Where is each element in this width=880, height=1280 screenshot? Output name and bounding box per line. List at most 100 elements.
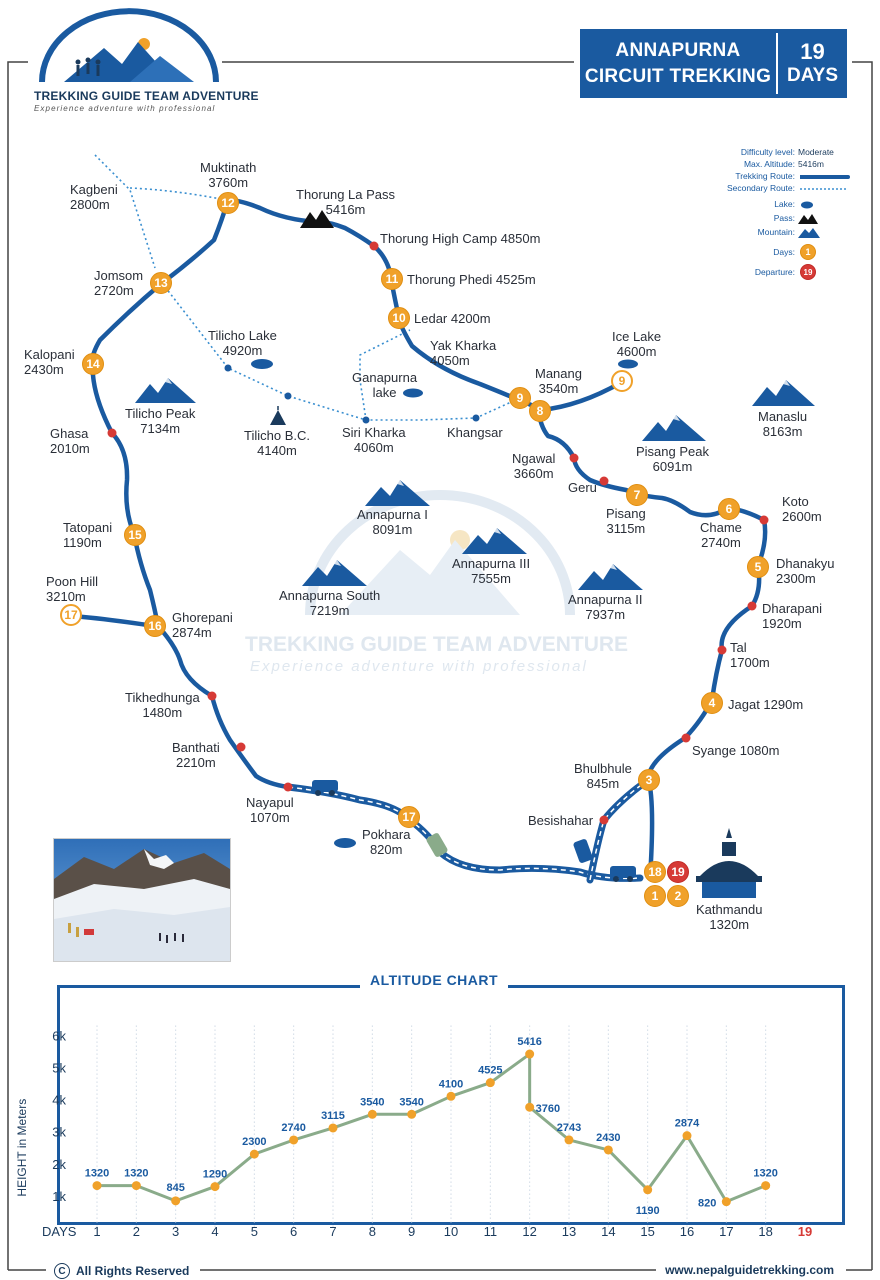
- bus-icon-pokhara: [426, 833, 448, 857]
- altitude-data-label: 2743: [557, 1122, 581, 1134]
- altitude-data-label: 1320: [753, 1168, 777, 1180]
- label-khangsar: Khangsar: [447, 425, 503, 440]
- secondary-route-tilicho: [161, 282, 521, 421]
- copyright-icon: C: [54, 1263, 70, 1279]
- x-tick-label: 2: [133, 1224, 140, 1239]
- legend-mountain-key: Mountain:: [757, 227, 795, 237]
- x-tick-label: 16: [680, 1224, 694, 1239]
- brand-tagline: Experience adventure with professional: [34, 104, 216, 113]
- stop-tikhedhunga: [207, 691, 217, 701]
- thorung-la-photo: [53, 838, 231, 962]
- stop-syange: [681, 733, 691, 743]
- x-tick-label: 8: [369, 1224, 376, 1239]
- day-badge-7: 7: [626, 484, 648, 506]
- day-badge-17: 17: [398, 806, 420, 828]
- legend-pass-key: Pass:: [773, 213, 795, 223]
- label-tilicho-bc: Tilicho B.C.4140m: [244, 428, 310, 458]
- legend-mountain-icon: [798, 228, 820, 238]
- day-badge-9-ice-lake: 9: [611, 370, 633, 392]
- label-thorung-phedi: Thorung Phedi 4525m: [407, 272, 536, 287]
- altitude-chart-title: ALTITUDE CHART: [360, 972, 509, 988]
- day-badge-5: 5: [747, 556, 769, 578]
- day-badge-11: 11: [381, 268, 403, 290]
- brand-logo-icon: [39, 8, 219, 83]
- watermark-name: TREKKING GUIDE TEAM ADVENTURE: [245, 633, 629, 656]
- altitude-point: [249, 1149, 259, 1159]
- legend-route-line-icon: [800, 175, 850, 179]
- thorung-la-pass-icon: [300, 210, 334, 228]
- x-tick-label: 17: [719, 1224, 733, 1239]
- day-badge-2: 2: [667, 885, 689, 907]
- annapurna-1-icon: [365, 480, 430, 506]
- legend-secondary-key: Secondary Route:: [726, 183, 795, 193]
- x-tick-label: 3: [172, 1224, 179, 1239]
- day-badge-13: 13: [150, 272, 172, 294]
- secondary-route-kagbeni-muktinath: [129, 187, 227, 201]
- x-tick-label: 18: [758, 1224, 772, 1239]
- day-badge-3: 3: [638, 769, 660, 791]
- jeep-icon-nayapul: [312, 780, 338, 796]
- title-divider: [776, 33, 778, 94]
- secondary-route-kagbeni-north: [94, 154, 156, 269]
- stop-ghasa: [107, 428, 117, 438]
- day-badge-6: 6: [718, 498, 740, 520]
- tilicho-peak-icon: [135, 378, 196, 403]
- altitude-data-label: 2874: [675, 1118, 700, 1130]
- altitude-data-label: 3540: [360, 1096, 384, 1108]
- footer-website-link[interactable]: www.nepalguidetrekking.com: [665, 1263, 834, 1277]
- legend-difficulty-value: Moderate: [798, 147, 834, 157]
- altitude-point: [407, 1109, 417, 1119]
- brand-name: TREKKING GUIDE TEAM ADVENTURE: [34, 89, 259, 103]
- day-badge-8: 8: [529, 400, 551, 422]
- day-badge-4: 4: [701, 692, 723, 714]
- altitude-point: [682, 1131, 692, 1141]
- legend-route-key: Trekking Route:: [735, 171, 795, 181]
- altitude-data-label: 1190: [636, 1205, 660, 1217]
- secondary-route-ganapurna: [359, 329, 411, 421]
- y-tick-label: 3k: [52, 1125, 66, 1140]
- stop-geru: [599, 476, 609, 486]
- altitude-point: [525, 1102, 535, 1112]
- altitude-point: [131, 1181, 141, 1191]
- altitude-point: [643, 1185, 653, 1195]
- altitude-point: [761, 1181, 771, 1191]
- annapurna-2-icon: [578, 564, 643, 590]
- route-map: [69, 154, 815, 898]
- label-geru: Geru: [568, 480, 597, 495]
- altitude-point: [171, 1196, 181, 1206]
- stop-koto: [759, 515, 769, 525]
- day-badge-17-poon-hill: 17: [60, 604, 82, 626]
- trek-duration: 19 DAYS: [786, 38, 839, 86]
- legend-altitude-value: 5416m: [798, 159, 824, 169]
- kathmandu-stupa-icon: [696, 828, 762, 898]
- altitude-data-label: 3115: [321, 1110, 345, 1122]
- altitude-point: [721, 1197, 731, 1207]
- altitude-point: [210, 1182, 220, 1192]
- altitude-point: [446, 1091, 456, 1101]
- altitude-data-label: 2740: [281, 1122, 305, 1134]
- altitude-data-label: 3760: [536, 1103, 560, 1115]
- main-trek-route: [89, 197, 768, 881]
- label-jagat: Jagat 1290m: [728, 697, 804, 712]
- trek-title: ANNAPURNA CIRCUIT TREKKING: [584, 39, 772, 87]
- legend-departure-badge: 19: [800, 264, 816, 280]
- altitude-data-label: 3540: [399, 1096, 423, 1108]
- day-badge-1: 1: [644, 885, 666, 907]
- altitude-point: [92, 1181, 102, 1191]
